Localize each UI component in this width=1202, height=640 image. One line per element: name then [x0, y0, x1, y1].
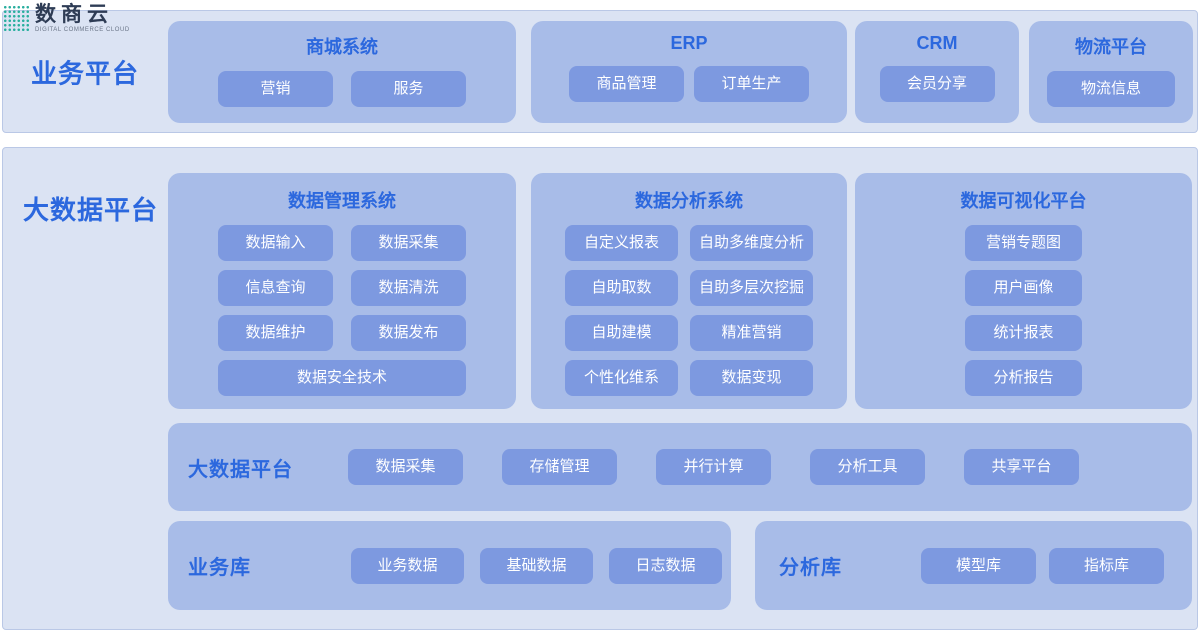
module-chip: 日志数据 — [609, 547, 722, 584]
module-chip: 数据输入 — [218, 225, 333, 261]
panel-title: ERP — [670, 33, 708, 53]
panel-analysis-db: 分析库 模型库 指标库 — [755, 521, 1192, 610]
module-chip: 自定义报表 — [565, 225, 678, 261]
module-chip: 自助多维度分析 — [690, 225, 813, 261]
panel-data-analysis: 数据分析系统 自定义报表 自助多维度分析 自助取数 自助多层次挖掘 自助建模 精… — [531, 173, 847, 409]
module-chip: 营销 — [218, 71, 333, 107]
logo-text: 数商云 DIGITAL COMMERCE CLOUD — [35, 3, 130, 33]
module-chip: 数据采集 — [348, 449, 463, 485]
module-chip: 数据清洗 — [351, 270, 466, 306]
logo-title: 数商云 — [35, 3, 113, 26]
module-chip: 精准营销 — [690, 315, 813, 351]
chip-row: 营销 服务 — [168, 71, 516, 107]
module-chip: 物流信息 — [1047, 71, 1175, 107]
module-chip: 自助取数 — [565, 270, 678, 306]
module-chip: 模型库 — [921, 547, 1036, 584]
module-chip: 营销专题图 — [965, 225, 1082, 261]
panel-bigdata-platform-row: 大数据平台 数据采集 存储管理 并行计算 分析工具 共享平台 — [168, 423, 1192, 511]
module-chip: 数据发布 — [351, 315, 466, 351]
logo-dots-icon — [3, 5, 30, 32]
logo: 数商云 DIGITAL COMMERCE CLOUD — [3, 3, 130, 33]
module-chip: 商品管理 — [569, 66, 684, 102]
business-platform-band: 业务平台 商城系统 营销 服务 ERP 商品管理 订单生产 CRM 会员分享 物… — [2, 10, 1198, 133]
chip-grid: 营销专题图 用户画像 统计报表 分析报告 — [855, 225, 1192, 396]
panel-business-db: 业务库 业务数据 基础数据 日志数据 — [168, 521, 731, 610]
module-chip: 个性化维系 — [565, 360, 678, 396]
module-chip: 信息查询 — [218, 270, 333, 306]
logo-subtitle: DIGITAL COMMERCE CLOUD — [35, 27, 130, 33]
panel-mall-system: 商城系统 营销 服务 — [168, 21, 516, 123]
module-chip: 服务 — [351, 71, 466, 107]
module-chip: 统计报表 — [965, 315, 1082, 351]
panel-title: 商城系统 — [306, 37, 378, 57]
chip-row: 会员分享 — [855, 66, 1019, 102]
chip-row: 物流信息 — [1029, 71, 1193, 107]
module-chip: 分析报告 — [965, 360, 1082, 396]
chip-grid: 数据输入 数据采集 信息查询 数据清洗 数据维护 数据发布 数据安全技术 — [218, 225, 466, 396]
module-chip: 并行计算 — [656, 449, 771, 485]
panel-data-visualization: 数据可视化平台 营销专题图 用户画像 统计报表 分析报告 — [855, 173, 1192, 409]
module-chip: 自助建模 — [565, 315, 678, 351]
module-chip: 分析工具 — [810, 449, 925, 485]
row-label: 业务库 — [188, 557, 251, 579]
module-chip: 数据变现 — [690, 360, 813, 396]
chip-row: 数据采集 存储管理 并行计算 分析工具 共享平台 — [348, 449, 1079, 485]
module-chip: 业务数据 — [351, 547, 464, 584]
module-chip: 指标库 — [1049, 547, 1164, 584]
panel-title: 数据分析系统 — [635, 191, 743, 211]
panel-title: 数据可视化平台 — [960, 191, 1087, 211]
module-chip: 共享平台 — [964, 449, 1079, 485]
module-chip: 会员分享 — [879, 66, 995, 102]
module-chip: 存储管理 — [502, 449, 617, 485]
module-chip: 基础数据 — [480, 547, 593, 584]
panel-title: 物流平台 — [1075, 37, 1147, 57]
bigdata-platform-band: 大数据平台 数据管理系统 数据输入 数据采集 信息查询 数据清洗 数据维护 数据… — [2, 147, 1198, 630]
bigdata-platform-label: 大数据平台 — [23, 195, 159, 225]
panel-erp: ERP 商品管理 订单生产 — [531, 21, 847, 123]
module-chip: 数据安全技术 — [218, 360, 466, 396]
module-chip: 订单生产 — [694, 66, 809, 102]
row-label: 大数据平台 — [188, 458, 293, 481]
chip-row: 商品管理 订单生产 — [531, 66, 847, 102]
business-platform-label: 业务平台 — [31, 58, 140, 88]
module-chip: 数据采集 — [351, 225, 466, 261]
module-chip: 数据维护 — [218, 315, 333, 351]
panel-title: CRM — [916, 33, 958, 53]
module-chip: 用户画像 — [965, 270, 1082, 306]
chip-grid: 自定义报表 自助多维度分析 自助取数 自助多层次挖掘 自助建模 精准营销 个性化… — [565, 225, 813, 396]
chip-row: 模型库 指标库 — [921, 547, 1164, 584]
panel-crm: CRM 会员分享 — [855, 21, 1019, 123]
panel-data-management: 数据管理系统 数据输入 数据采集 信息查询 数据清洗 数据维护 数据发布 数据安… — [168, 173, 516, 409]
chip-row: 业务数据 基础数据 日志数据 — [351, 547, 722, 584]
panel-title: 数据管理系统 — [288, 191, 396, 211]
module-chip: 自助多层次挖掘 — [690, 270, 813, 306]
panel-logistics: 物流平台 物流信息 — [1029, 21, 1193, 123]
row-label: 分析库 — [779, 557, 842, 579]
